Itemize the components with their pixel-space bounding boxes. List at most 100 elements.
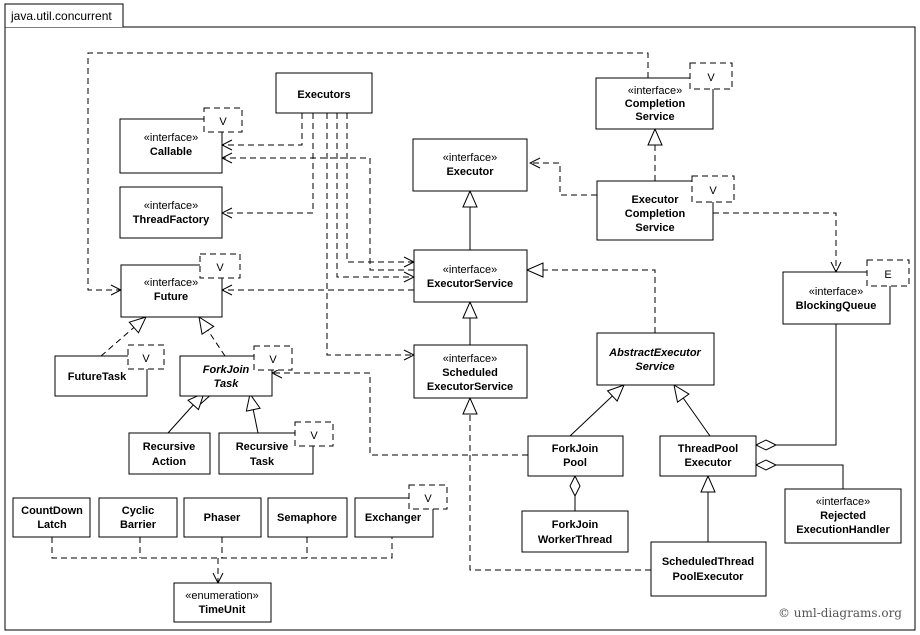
recursivetask-type-param: V — [310, 430, 318, 442]
class-rejectedexecutionhandler-name-line2: ExecutionHandler — [796, 524, 890, 536]
class-forkjointask-name-line2: Task — [214, 378, 240, 390]
class-executor-name: Executor — [446, 166, 494, 178]
callable-type-param: V — [219, 116, 227, 128]
class-countdownlatch-name-line2: Latch — [37, 519, 67, 531]
threadpoolexecutor-rejectedhandler-agg — [756, 465, 844, 489]
class-phaser-name: Phaser — [204, 512, 241, 524]
class-scheduledexecutorservice-name-line2: ExecutorService — [427, 381, 513, 393]
class-recursiveaction-name-line2: Action — [152, 456, 187, 468]
class-abstractexecutorservice[interactable]: AbstractExecutor Service — [596, 332, 715, 386]
class-completionservice-name-line2: Service — [635, 111, 674, 123]
executors-scheduledexecutorservice-link — [326, 113, 414, 355]
class-abstractexecutorservice-name-line1: AbstractExecutor — [608, 347, 701, 359]
class-forkjoinpool-name-line1: ForkJoin — [552, 443, 599, 455]
blockingqueue-type-param: E — [884, 269, 891, 281]
executors-callable-link — [222, 113, 303, 145]
class-blockingqueue-name: BlockingQueue — [796, 300, 877, 312]
class-executorcompletionservice-name-line3: Service — [635, 222, 674, 234]
class-completionservice-name-line1: Completion — [625, 98, 686, 110]
class-semaphore[interactable]: Semaphore — [267, 497, 348, 538]
forkjointask-type-param-box — [253, 345, 293, 371]
class-recursiveaction-name-line1: Recursive — [143, 441, 196, 453]
class-executors[interactable]: Executors — [275, 72, 373, 114]
class-scheduledthreadpoolexecutor[interactable]: ScheduledThread PoolExecutor — [650, 541, 767, 597]
recursivetask-type-param-box — [294, 421, 334, 447]
class-threadpoolexecutor-name-line2: Executor — [684, 457, 732, 469]
future-type-param-box — [199, 253, 241, 279]
class-cyclicbarrier-name-line2: Barrier — [120, 519, 157, 531]
class-recursivetask-name-line1: Recursive — [236, 441, 289, 453]
class-boxes: Executors «interface» Callable V «interf… — [12, 62, 910, 623]
aggregation-links — [575, 324, 844, 511]
class-semaphore-name: Semaphore — [277, 512, 337, 524]
class-forkjoinpool[interactable]: ForkJoin Pool — [527, 435, 624, 477]
class-completionservice[interactable]: «interface» Completion Service V — [595, 62, 733, 130]
class-forkjoinworkerthread-name-line2: WorkerThread — [538, 534, 612, 546]
generalization-links — [167, 191, 710, 542]
class-blockingqueue-stereotype: «interface» — [809, 286, 863, 298]
class-future-name: Future — [154, 291, 188, 303]
class-executorcompletionservice-name-line2: Completion — [625, 208, 686, 220]
class-scheduledexecutorservice[interactable]: «interface» Scheduled ExecutorService — [413, 344, 528, 399]
class-future[interactable]: «interface» Future V — [120, 253, 241, 318]
class-countdownlatch[interactable]: CountDown Latch — [12, 497, 91, 538]
exchanger-type-param: V — [424, 493, 432, 505]
class-executorcompletionservice-name-line1: Executor — [631, 194, 679, 206]
class-forkjoinworkerthread-name-line1: ForkJoin — [552, 519, 599, 531]
exchanger-type-param-box — [408, 484, 448, 510]
recursivetask-forkjointask-gen — [250, 394, 258, 434]
class-forkjointask[interactable]: ForkJoin Task V — [179, 345, 293, 397]
class-executor[interactable]: «interface» Executor — [412, 138, 528, 192]
class-phaser[interactable]: Phaser — [183, 497, 262, 538]
enum-timeunit-stereotype: «enumeration» — [185, 590, 258, 602]
enum-timeunit[interactable]: «enumeration» TimeUnit — [173, 582, 272, 623]
class-forkjointask-name-line1: ForkJoin — [203, 364, 250, 376]
class-executorservice-name: ExecutorService — [427, 278, 513, 290]
class-countdownlatch-name-line1: CountDown — [21, 505, 83, 517]
class-executorcompletionservice[interactable]: Executor Completion Service V — [596, 175, 735, 241]
scheduledthreadpoolexecutor-scheduledexecutorservice-real — [470, 398, 651, 571]
class-callable-stereotype: «interface» — [144, 132, 198, 144]
class-recursiveaction[interactable]: Recursive Action — [128, 432, 211, 475]
class-recursivetask-name-line2: Task — [250, 456, 275, 468]
class-callable-name: Callable — [150, 146, 192, 158]
executors-executorservice-link-a — [336, 113, 414, 277]
class-completionservice-stereotype: «interface» — [628, 85, 682, 97]
class-threadpoolexecutor-name-line1: ThreadPool — [678, 443, 739, 455]
class-executorservice[interactable]: «interface» ExecutorService — [413, 249, 528, 303]
class-scheduledexecutorservice-name-line1: Scheduled — [442, 367, 498, 379]
class-forkjoinworkerthread[interactable]: ForkJoin WorkerThread — [521, 510, 629, 553]
class-executors-name: Executors — [297, 89, 350, 101]
executorcompletionservice-type-param-box — [691, 175, 735, 203]
class-future-stereotype: «interface» — [144, 277, 198, 289]
class-futuretask[interactable]: FutureTask V — [54, 344, 165, 397]
class-executorservice-stereotype: «interface» — [443, 264, 497, 276]
class-scheduledexecutorservice-stereotype: «interface» — [443, 353, 497, 365]
class-cyclicbarrier-name-line1: Cyclic — [122, 505, 154, 517]
class-threadfactory-stereotype: «interface» — [144, 200, 198, 212]
executorcompletionservice-executor-link — [530, 163, 597, 196]
class-rejectedexecutionhandler-stereotype: «interface» — [816, 496, 870, 508]
class-scheduledthreadpoolexecutor-name-line1: ScheduledThread — [662, 556, 754, 568]
class-cyclicbarrier[interactable]: Cyclic Barrier — [98, 497, 178, 538]
completionservice-future-link — [87, 52, 649, 290]
class-recursivetask[interactable]: Recursive Task V — [218, 421, 334, 475]
futuretask-type-param-box — [127, 344, 165, 370]
class-scheduledthreadpoolexecutor-name-line2: PoolExecutor — [673, 571, 745, 583]
class-rejectedexecutionhandler[interactable]: «interface» Rejected ExecutionHandler — [784, 488, 902, 544]
completionservice-type-param: V — [707, 72, 715, 84]
blockingqueue-type-param-box — [866, 259, 910, 287]
executors-executorservice-link-b — [346, 113, 414, 262]
package-name: java.util.concurrent — [10, 9, 112, 23]
copyright-text: © uml-diagrams.org — [778, 606, 902, 620]
forkjoinpool-abstractexecutorservice-gen — [569, 385, 624, 437]
class-exchanger[interactable]: Exchanger V — [354, 484, 448, 538]
executorcompletionservice-blockingqueue-link — [713, 212, 836, 272]
class-threadpoolexecutor[interactable]: ThreadPool Executor — [659, 435, 757, 477]
class-abstractexecutorservice-name-line2: Service — [635, 361, 674, 373]
class-blockingqueue[interactable]: «interface» BlockingQueue E — [782, 259, 910, 325]
executors-threadfactory-link — [222, 113, 314, 213]
class-threadfactory[interactable]: «interface» ThreadFactory — [119, 186, 223, 239]
class-callable[interactable]: «interface» Callable V — [119, 107, 243, 174]
